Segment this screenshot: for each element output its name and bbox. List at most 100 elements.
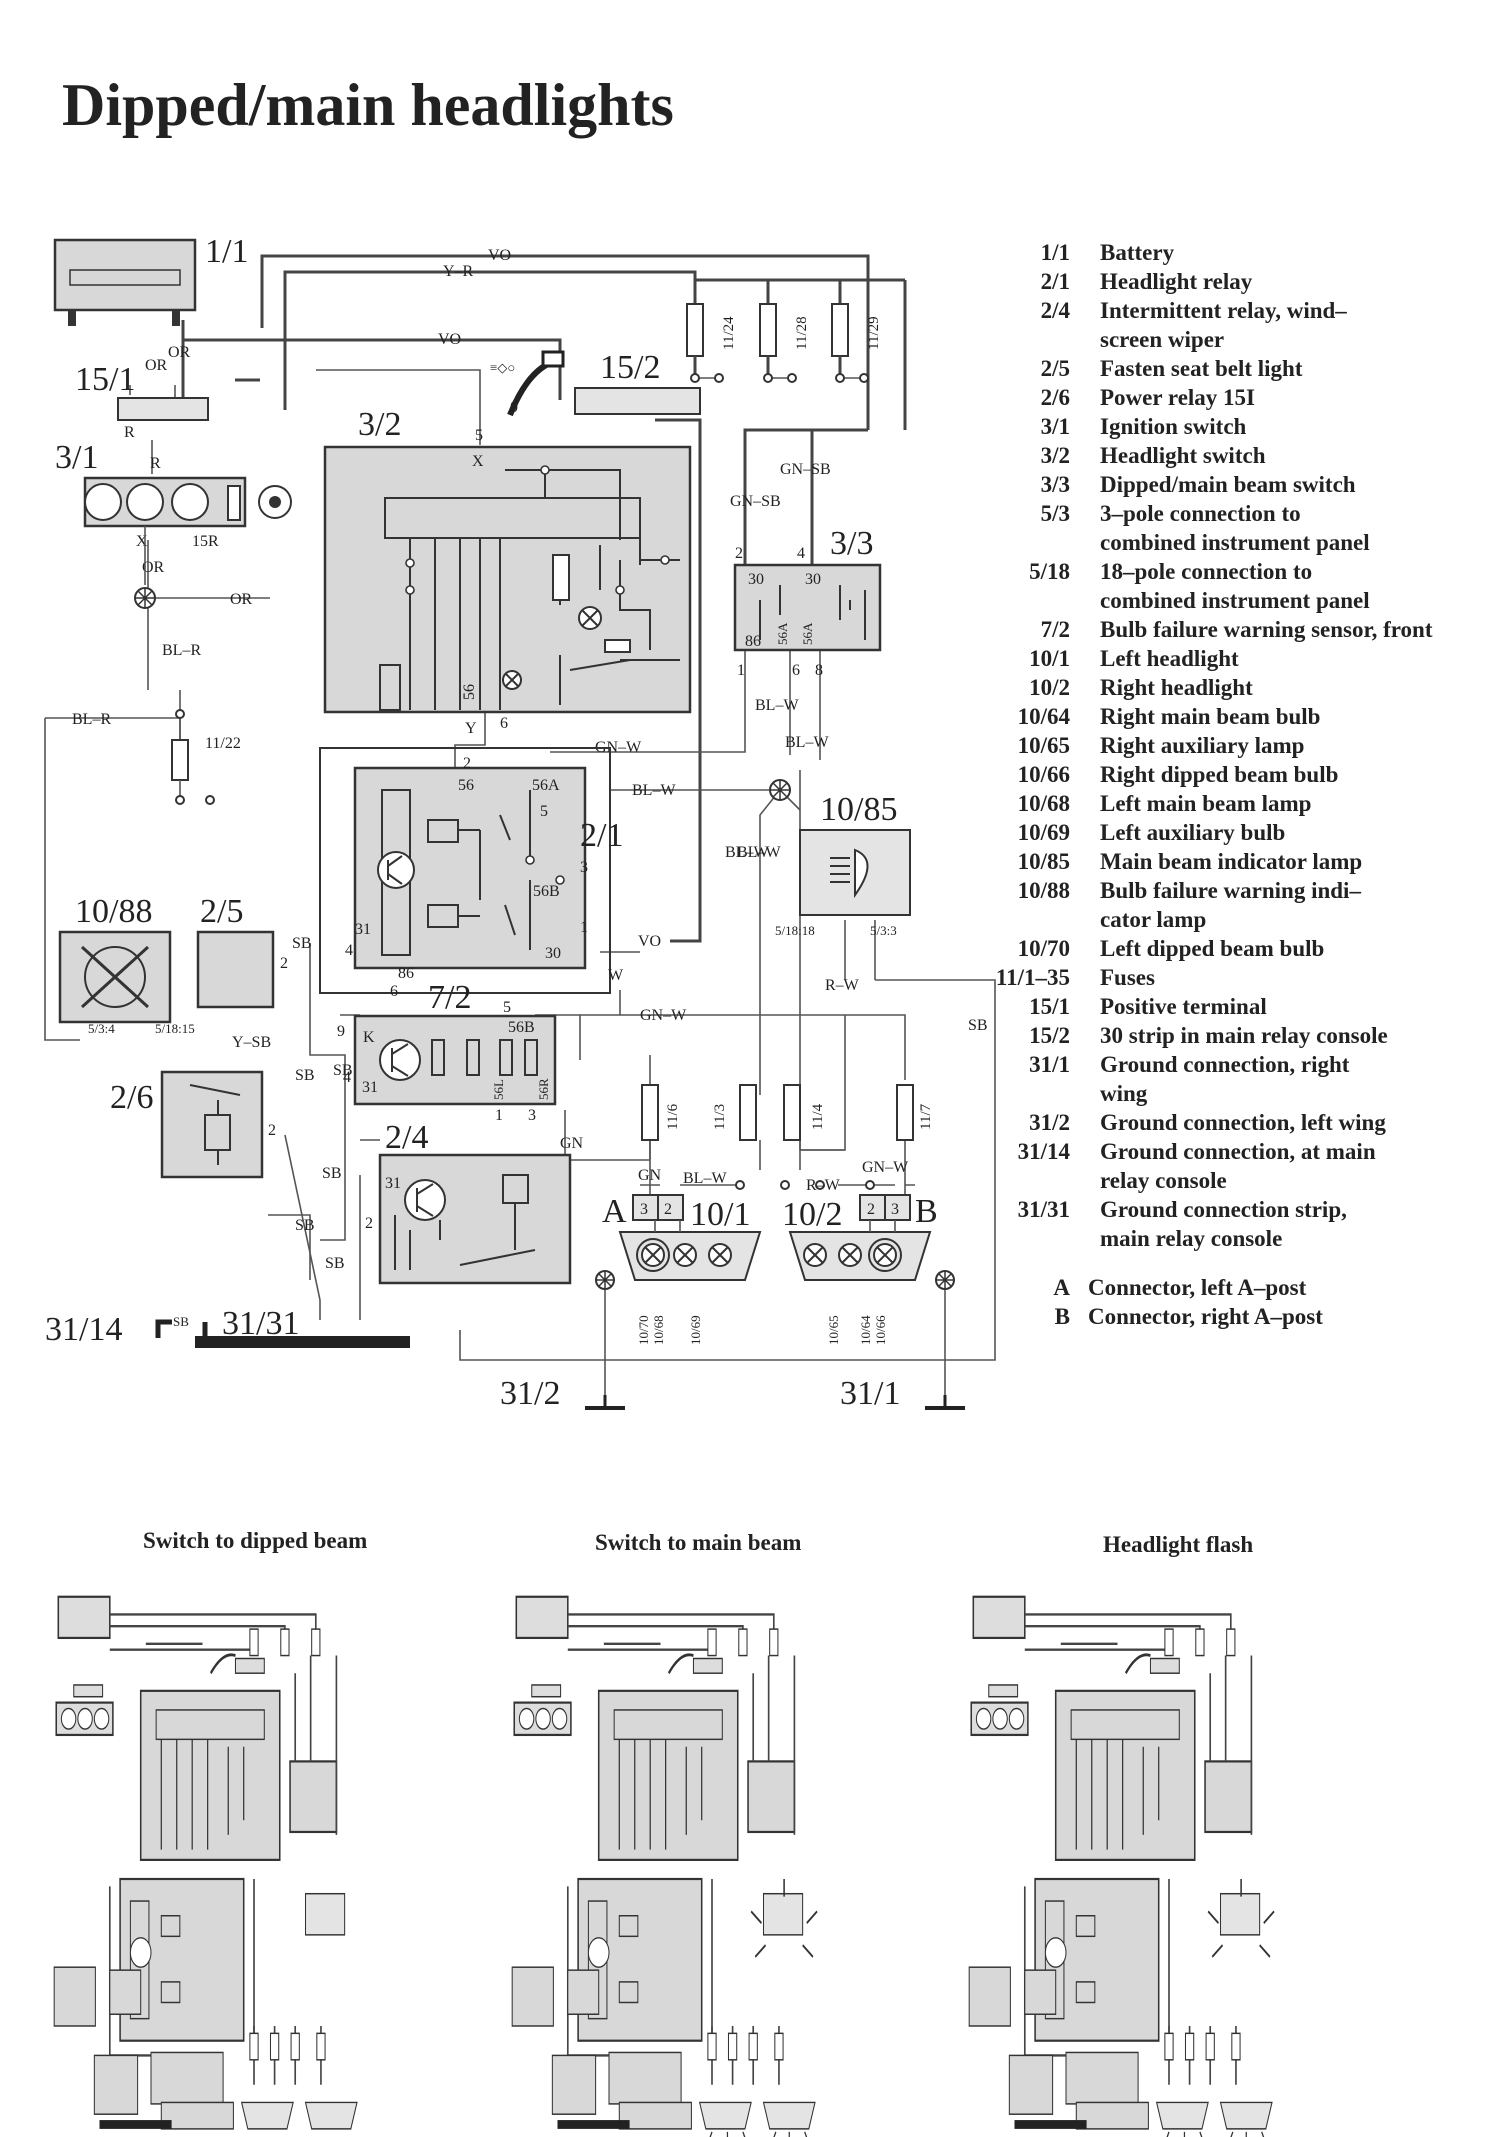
svg-text:K: K <box>363 1029 375 1046</box>
legend-description: Intermittent relay, wind– <box>1100 298 1347 323</box>
svg-text:VO: VO <box>638 933 661 950</box>
legend-description: Right main beam bulb <box>1100 704 1320 729</box>
label-10-88: 10/88 <box>75 893 152 930</box>
label-3-1: 3/1 <box>55 439 98 476</box>
label-31-14: 31/14 <box>45 1311 122 1348</box>
svg-text:GN–SB: GN–SB <box>730 493 781 510</box>
svg-text:BL–W: BL–W <box>683 1170 727 1187</box>
svg-text:10/68: 10/68 <box>651 1315 666 1345</box>
svg-text:BL–R: BL–R <box>72 711 111 728</box>
svg-text:SB: SB <box>173 1314 189 1329</box>
svg-text:≡◇○: ≡◇○ <box>490 360 515 375</box>
svg-text:31: 31 <box>355 921 371 938</box>
legend-description: Ground connection strip, <box>1100 1197 1347 1222</box>
label-2-4: 2/4 <box>385 1119 428 1156</box>
left-headlight-10-1: 10/1 10/70 10/68 10/69 <box>618 1196 762 1345</box>
legend-code: 5/18 <box>1029 559 1070 584</box>
legend-description: Positive terminal <box>1100 994 1267 1019</box>
svg-text:Y: Y <box>465 720 477 737</box>
label-3-2: 3/2 <box>358 406 401 443</box>
legend-code: 10/69 <box>1018 820 1070 845</box>
label-fuse-11-22: 11/22 <box>205 735 241 752</box>
legend-description: Right headlight <box>1100 675 1253 700</box>
legend-code: 31/1 <box>1029 1052 1070 1077</box>
svg-text:6: 6 <box>390 983 398 1000</box>
svg-text:BL–W: BL–W <box>632 782 676 799</box>
legend-description: Fasten seat belt light <box>1100 356 1303 381</box>
bulb-failure-sensor-7-2: 7/2 K 9 31 4 5 56B 56L 56R 1 3 GN SB GN–… <box>295 979 687 1152</box>
right-headlight-10-2: 10/2 10/65 10/64 10/66 <box>782 1196 932 1345</box>
legend-code: 2/1 <box>1041 269 1070 294</box>
legend-description: Ignition switch <box>1100 414 1247 439</box>
fuse-11-4: 11/4 <box>783 1084 826 1141</box>
svg-text:56A: 56A <box>775 622 790 645</box>
svg-text:10/69: 10/69 <box>688 1315 703 1345</box>
ground-splice-right <box>935 1270 955 1290</box>
label-31-2: 31/2 <box>500 1375 560 1412</box>
legend-description: Left auxiliary bulb <box>1100 820 1285 845</box>
svg-text:0: 0 <box>510 399 518 416</box>
svg-text:11/29: 11/29 <box>866 316 882 350</box>
legend-code: 10/64 <box>1018 704 1071 729</box>
svg-text:11/4: 11/4 <box>810 1103 826 1130</box>
legend-description: Bulb failure warning indi– <box>1100 878 1361 903</box>
svg-text:SB: SB <box>295 1067 315 1084</box>
legend-description: Right dipped beam bulb <box>1100 762 1338 787</box>
intermittent-relay-2-4: 2/4 31 2 SB SB SB SB <box>295 1062 572 1285</box>
legend-code: 15/1 <box>1029 994 1070 1019</box>
svg-text:OR: OR <box>145 357 168 374</box>
svg-text:1: 1 <box>580 919 588 936</box>
legend-description: Power relay 15I <box>1100 385 1255 410</box>
legend-code: 31/14 <box>1018 1139 1071 1164</box>
svg-text:56R: 56R <box>536 1078 551 1100</box>
svg-text:SB: SB <box>333 1062 353 1079</box>
power-relay-2-6: 2/6 2 <box>110 1070 276 1179</box>
svg-text:SB: SB <box>325 1255 345 1272</box>
legend-code: 7/2 <box>1041 617 1070 642</box>
connector-code: B <box>1055 1304 1070 1329</box>
svg-text:30: 30 <box>805 571 821 588</box>
svg-text:11/28: 11/28 <box>794 316 810 350</box>
dipped-main-beam-switch-3-3: 3/3 2 4 30 30 86 56A 56A 1 6 8 GN–SB GN–… <box>730 461 882 679</box>
legend-code: 10/1 <box>1029 646 1070 671</box>
svg-text:GN–SB: GN–SB <box>780 461 831 478</box>
svg-text:4: 4 <box>345 942 353 959</box>
svg-text:2: 2 <box>268 1122 276 1139</box>
seat-belt-light-2-5: 2/5 5/18:15 2 SB Y–SB <box>155 893 312 1051</box>
legend-code: 10/88 <box>1018 878 1070 903</box>
mini-diagram-headlight-flash <box>961 1583 1275 2137</box>
svg-text:R: R <box>124 424 135 441</box>
svg-text:11/24: 11/24 <box>721 316 737 350</box>
fuse-11-28: 11/28 <box>758 280 810 384</box>
legend-code: 2/6 <box>1041 385 1070 410</box>
svg-text:10/65: 10/65 <box>826 1315 841 1345</box>
svg-text:31: 31 <box>362 1079 378 1096</box>
svg-text:30: 30 <box>545 945 561 962</box>
svg-text:5/3:3: 5/3:3 <box>870 923 897 938</box>
legend-description: Headlight relay <box>1100 269 1253 294</box>
legend-description: relay console <box>1100 1168 1227 1193</box>
connector-description: Connector, left A–post <box>1088 1275 1307 1300</box>
svg-text:5: 5 <box>540 803 548 820</box>
svg-text:BL–R: BL–R <box>162 642 201 659</box>
svg-text:OR: OR <box>230 591 253 608</box>
label-connector-b: B <box>915 1193 938 1230</box>
svg-text:SB: SB <box>968 1017 988 1034</box>
svg-text:5: 5 <box>475 427 483 444</box>
svg-text:SB: SB <box>292 935 312 952</box>
legend-code: 15/2 <box>1029 1023 1070 1048</box>
svg-text:2: 2 <box>735 545 743 562</box>
label-10-1: 10/1 <box>690 1196 750 1233</box>
label-10-2: 10/2 <box>782 1196 842 1233</box>
svg-text:GN: GN <box>560 1135 584 1152</box>
svg-text:SB: SB <box>295 1217 315 1234</box>
label-2-5: 2/5 <box>200 893 243 930</box>
legend-description: Left main beam lamp <box>1100 791 1311 816</box>
svg-text:3: 3 <box>580 859 588 876</box>
svg-text:56B: 56B <box>533 883 560 900</box>
legend-description: 30 strip in main relay console <box>1100 1023 1388 1048</box>
main-beam-indicator-10-85: 10/85 5/18:18 5/3:3 <box>775 791 911 938</box>
svg-text:56: 56 <box>458 777 474 794</box>
legend-code: 10/66 <box>1018 762 1070 787</box>
legend-code: 2/4 <box>1041 298 1071 323</box>
